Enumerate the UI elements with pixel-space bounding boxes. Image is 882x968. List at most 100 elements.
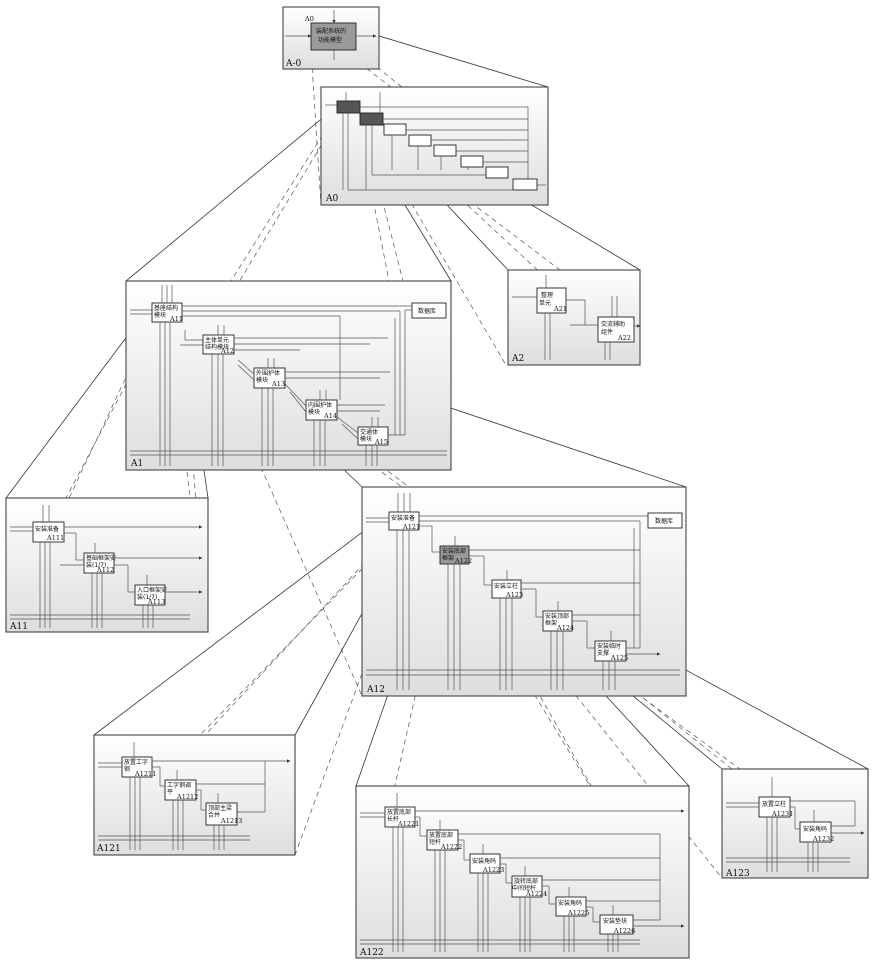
function-box-a12	[202, 334, 235, 355]
svg-text:A1213: A1213	[220, 817, 242, 825]
panel-a122: 放置底部 长杆 A1221 放置底部 短杆 A1222 安装角码 A1223 旋…	[355, 785, 690, 959]
function-box-a1225	[555, 896, 587, 917]
function-box-a1232	[799, 821, 832, 843]
panel-a1: 数据库 基座结构 模块 A11 主体单元 结构模块 A12 外围护体 模块 A1…	[125, 280, 452, 471]
svg-text:A15: A15	[374, 438, 388, 446]
svg-text:模块: 模块	[360, 435, 372, 443]
function-box-a122	[439, 545, 470, 565]
svg-text:交通体: 交通体	[360, 428, 378, 436]
function-box-a21	[536, 287, 567, 314]
function-box-a125	[594, 640, 627, 662]
svg-text:A122: A122	[454, 557, 472, 565]
panel-a-minus-0: 装配系统的 功能模型 A0 A-0	[282, 6, 380, 70]
panel-a0: A0	[320, 86, 549, 206]
corner-code: A0	[304, 15, 314, 23]
svg-text:安装底部: 安装底部	[442, 547, 466, 555]
svg-text:A113: A113	[147, 598, 165, 606]
function-box-a1224	[511, 875, 543, 898]
svg-text:装(1/7): 装(1/7)	[86, 561, 106, 569]
function-box-a111	[32, 521, 65, 543]
function-box-a15	[357, 426, 389, 446]
svg-text:安装角码: 安装角码	[803, 825, 827, 833]
database-box	[411, 302, 447, 319]
panel-a123: 放置立柱 A1231 安装角码 A1232 A123	[721, 768, 869, 879]
svg-text:入口框架安: 入口框架安	[137, 586, 167, 594]
svg-text:A1212: A1212	[176, 793, 198, 801]
svg-text:A112: A112	[96, 566, 114, 574]
svg-text:安装准备: 安装准备	[35, 525, 59, 533]
svg-text:安装立柱: 安装立柱	[494, 582, 518, 590]
svg-text:放置工字: 放置工字	[124, 758, 148, 766]
svg-text:顶部主梁: 顶部主梁	[208, 804, 232, 812]
function-box-a0	[310, 22, 357, 51]
function-box-a113	[134, 584, 166, 606]
function-box-a14	[305, 399, 338, 421]
svg-text:A1224: A1224	[525, 890, 547, 898]
svg-text:A1226: A1226	[613, 927, 635, 935]
svg-text:A123: A123	[505, 591, 523, 599]
svg-text:安装顶部: 安装顶部	[545, 612, 569, 620]
database-box	[647, 512, 683, 529]
svg-text:模块: 模块	[154, 311, 166, 319]
panel-a11: 安装准备 A111 基础框架安 装(1/7) A112 入口框架安 装(1/7)…	[5, 497, 209, 633]
svg-text:A1231: A1231	[771, 810, 793, 818]
panel-title: A123	[725, 869, 750, 879]
function-box-a1213	[205, 802, 238, 826]
svg-text:A21: A21	[553, 305, 567, 313]
svg-text:放置底部: 放置底部	[429, 831, 453, 839]
panel-title: A1	[130, 459, 143, 469]
svg-text:中间短杆: 中间短杆	[512, 884, 536, 892]
svg-text:数据库: 数据库	[418, 307, 436, 315]
svg-text:外围护体: 外围护体	[256, 369, 280, 377]
panel-a121: 放置工字 钢 A1211 工字钢调 平 A1212 顶部主梁 合并 A1213	[93, 734, 296, 856]
svg-text:支撑: 支撑	[597, 649, 609, 657]
function-box-a112	[83, 552, 115, 574]
svg-text:主体单元: 主体单元	[205, 336, 229, 344]
svg-text:安装临时: 安装临时	[597, 642, 621, 650]
svg-text:A1222: A1222	[440, 843, 462, 851]
svg-text:A111: A111	[46, 534, 64, 542]
svg-text:框架: 框架	[442, 554, 454, 562]
svg-text:模块: 模块	[308, 408, 320, 416]
svg-text:A1221: A1221	[397, 820, 419, 828]
svg-text:钢: 钢	[124, 765, 130, 773]
panel-title: A2	[511, 354, 524, 364]
svg-text:组件: 组件	[601, 328, 613, 336]
svg-text:整理: 整理	[541, 291, 553, 299]
svg-text:单元: 单元	[539, 299, 551, 307]
svg-text:A124: A124	[556, 624, 574, 632]
svg-text:内围护体: 内围护体	[308, 401, 332, 409]
panel-title: A12	[366, 685, 385, 695]
svg-text:A22: A22	[617, 334, 631, 342]
svg-text:框架: 框架	[545, 619, 557, 627]
box-a1	[336, 100, 361, 114]
svg-text:结构模块: 结构模块	[205, 343, 229, 351]
panel-title: A122	[359, 948, 384, 958]
svg-text:A1225: A1225	[567, 909, 589, 917]
svg-text:平: 平	[167, 789, 173, 796]
svg-text:基座结构: 基座结构	[154, 304, 178, 312]
box-label-line1: 装配系统的	[316, 27, 346, 35]
svg-text:安装准备: 安装准备	[391, 514, 415, 522]
svg-text:A12: A12	[220, 347, 234, 355]
panel-a2: 整理 单元 A21 交流辅助 组件 A22 A2	[507, 269, 641, 366]
function-box-a22	[597, 316, 635, 343]
svg-text:安装垫块: 安装垫块	[603, 917, 627, 925]
svg-text:A13: A13	[271, 380, 285, 388]
svg-text:模块: 模块	[256, 376, 268, 384]
svg-text:A121: A121	[402, 523, 420, 531]
svg-text:短杆: 短杆	[429, 838, 441, 846]
box-a2	[359, 112, 384, 126]
panel-title: A0	[325, 194, 338, 204]
function-box-a1223	[469, 853, 501, 874]
panel-title: A121	[96, 844, 121, 854]
panel-title: A11	[9, 622, 28, 632]
svg-text:A11: A11	[169, 315, 183, 323]
svg-text:长杆: 长杆	[387, 815, 399, 823]
svg-text:合并: 合并	[208, 811, 220, 819]
svg-text:放置底部: 放置底部	[387, 808, 411, 816]
svg-text:工字钢调: 工字钢调	[167, 781, 191, 789]
svg-text:装(1/7): 装(1/7)	[137, 593, 157, 601]
panel-a12: 数据库 安装准备 A121 安装底部 框架 A122 安装立柱 A123 安装顶…	[361, 486, 687, 697]
